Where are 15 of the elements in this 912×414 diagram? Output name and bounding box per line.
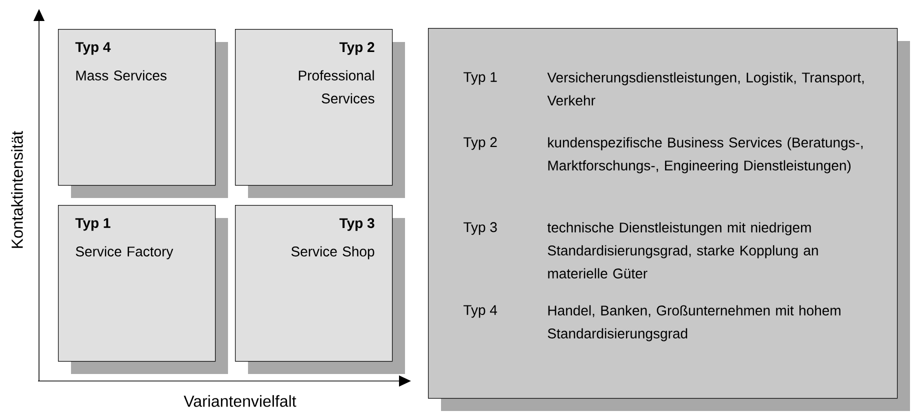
- description-text: technische Dienstleistungen mit niedrigem Standardisierungsgrad, starke Kopplung an materielle Güter: [547, 222, 818, 278]
- type-box: Typ 4 Mass Services: [58, 29, 228, 198]
- type-box: Typ 2 Professional Services: [235, 29, 405, 198]
- type-box: Typ 3 Service Shop: [235, 204, 405, 374]
- axis-title: Kontaktintensität: [11, 130, 23, 248]
- description-text: Handel, Banken, Großunternehmen mit hohem Standardisierungsgrad: [548, 305, 840, 342]
- type-box: Typ 1 Service Factory: [58, 204, 228, 374]
- type-label: Typ 3: [464, 222, 497, 235]
- type-label: Typ 1: [464, 72, 497, 85]
- type-label: Typ 4: [464, 305, 498, 318]
- description-text: Versicherungsdienstleistungen, Logistik, Transport, Verkehr: [547, 72, 864, 106]
- description-panel: [428, 28, 910, 411]
- type-label: Typ 2: [464, 137, 497, 150]
- axis-title: Variantenvielfalt: [184, 395, 296, 407]
- description-text: kundenspezifische Business Services (Beratungs-, Marktforschungs-, Engineering Dienstleistungen): [548, 137, 863, 174]
